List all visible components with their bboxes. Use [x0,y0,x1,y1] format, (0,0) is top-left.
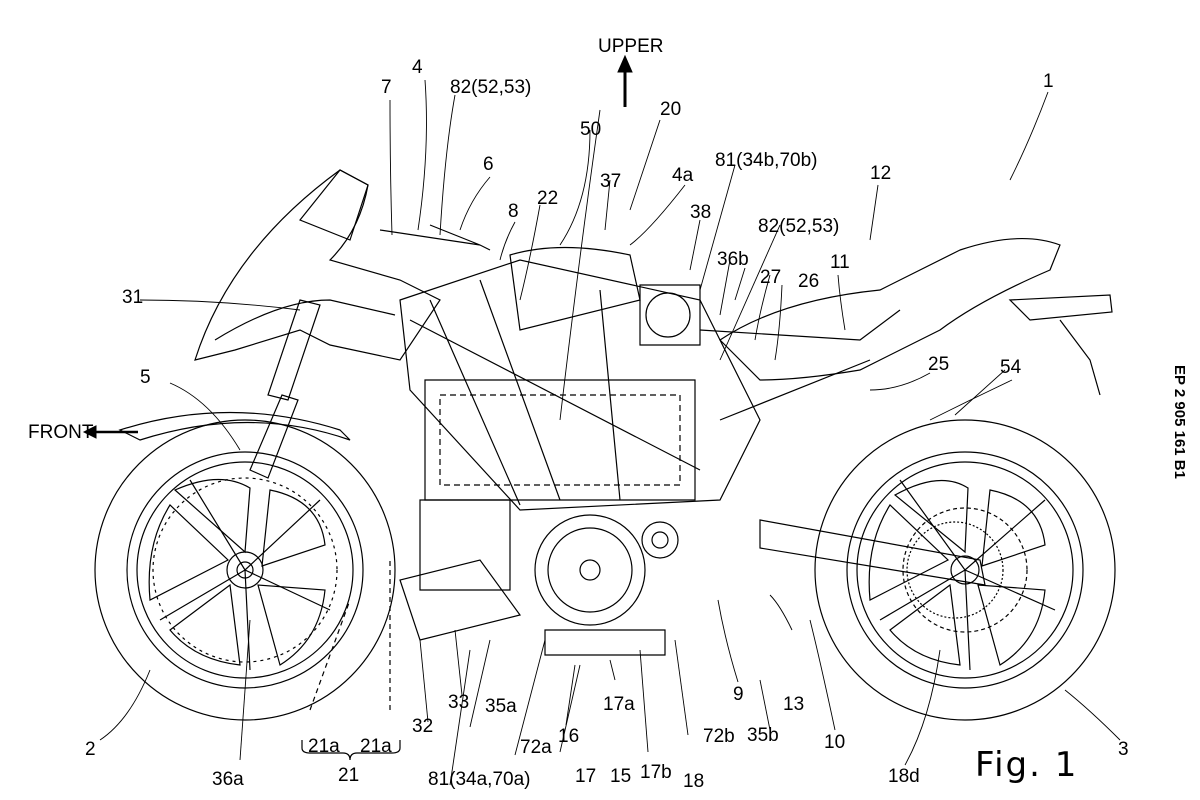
ref-label-54: 54 [1000,357,1022,378]
direction-upper-label: UPPER [598,36,664,57]
bracket-21 [302,740,400,760]
ref-label-36b: 36b [717,249,749,270]
tail-light [1010,295,1112,395]
electric-motor [535,515,678,655]
ref-label-4: 4 [412,57,423,78]
ref-label-25: 25 [928,354,950,375]
ref-label-32: 32 [412,716,434,737]
ref-label-21a-right: 21a [360,736,392,757]
front-fender [120,413,350,441]
front-wheel [95,420,395,720]
ref-label-82-52-53-right: 82(52,53) [758,216,840,237]
ref-label-5: 5 [140,367,151,388]
upper-arrow [618,56,632,107]
front-arrow [84,426,138,438]
ref-label-9: 9 [733,684,744,705]
windscreen [300,170,368,240]
ref-label-13: 13 [783,694,805,715]
leader-lines [100,80,1120,785]
ref-label-12: 12 [870,163,892,184]
ref-label-17a: 17a [603,694,635,715]
ref-label-3: 3 [1118,739,1129,760]
figure-label: Fig. 1 [975,745,1079,785]
ref-label-33: 33 [448,692,470,713]
ref-label-18: 18 [683,771,705,792]
ref-label-31: 31 [122,287,144,308]
ref-label-10: 10 [824,732,846,753]
ref-label-16: 16 [558,726,580,747]
ref-label-35b: 35b [747,725,779,746]
upper-unit [510,248,640,331]
front-fork [250,300,320,478]
ref-label-27: 27 [760,267,782,288]
ref-label-36a: 36a [212,769,244,790]
ref-label-81-34a-70a: 81(34a,70a) [428,769,531,790]
ref-label-38: 38 [690,202,712,223]
direction-front-label: FRONT [28,422,94,443]
ref-label-17: 17 [575,766,597,787]
ref-label-81-34b-70b: 81(34b,70b) [715,150,818,171]
ref-label-11: 11 [830,252,850,273]
ref-label-20: 20 [660,99,682,120]
ref-label-18d: 18d [888,766,920,787]
ref-label-8: 8 [508,201,519,222]
swing-arm [760,520,985,585]
ref-label-2: 2 [85,739,96,760]
ref-label-7: 7 [381,77,392,98]
rear-wheel [815,420,1115,720]
ref-label-17b: 17b [640,762,672,783]
ref-label-26: 26 [798,271,820,292]
main-frame [400,260,760,510]
ref-label-22: 22 [537,188,559,209]
ref-label-35a: 35a [485,696,517,717]
ref-label-37: 37 [600,171,622,192]
ref-label-15: 15 [610,766,632,787]
ref-label-4a: 4a [672,165,694,186]
publication-number: EP 2 905 161 B1 [1171,365,1188,479]
handlebar [380,225,490,250]
ref-label-6: 6 [483,154,494,175]
battery-case [425,380,695,500]
rear-seat-cowl [720,239,1060,380]
ref-label-1: 1 [1043,71,1054,92]
ref-label-21: 21 [338,765,360,786]
ref-label-72a: 72a [520,737,552,758]
ref-label-21a-left: 21a [308,736,340,757]
ref-label-82-52-53-top: 82(52,53) [450,77,532,98]
ref-label-72b: 72b [703,726,735,747]
ref-label-50: 50 [580,119,602,140]
